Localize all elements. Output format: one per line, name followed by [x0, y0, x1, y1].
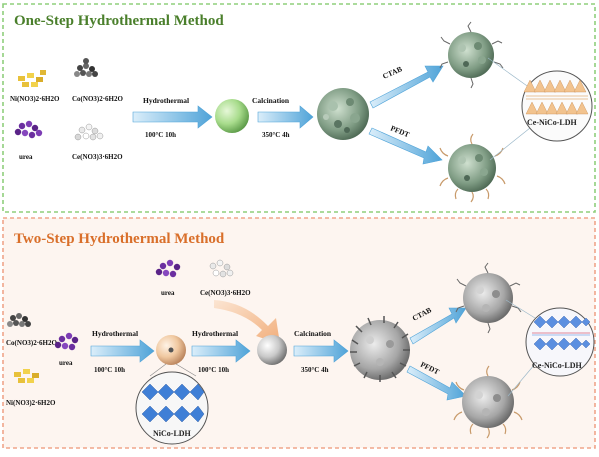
bottom-step3-label: Calcination — [294, 329, 332, 338]
co-nitrate-pile — [74, 58, 98, 77]
green-precursor-sphere — [215, 99, 249, 133]
pfdt-modified-sphere-top — [439, 133, 506, 203]
orange-addition-arrow — [214, 300, 280, 344]
arrow-top-ctab — [369, 65, 444, 109]
arrow-top-pfdt — [368, 127, 443, 165]
urea-pile-second — [155, 259, 181, 278]
calcined-sphere-top — [317, 88, 369, 140]
reagent-ce-nitrate: Ce(NO3)3·6H2O — [72, 153, 123, 161]
ce-nitrate-pile-second — [209, 259, 234, 278]
top-inset-pointer-a — [487, 57, 531, 89]
mid-inset-pointer-b — [175, 363, 197, 377]
bottom-inset-ldh-structure — [525, 307, 595, 377]
top-step2-label: Calcination — [252, 96, 290, 105]
urea-pile — [14, 120, 43, 139]
arrow-bottom-hydrothermal-2 — [191, 339, 251, 363]
reagent-ni-nitrate: Ni(NO3)2·6H2O — [10, 95, 60, 103]
peach-precursor-core — [168, 347, 174, 353]
calcined-flower-sphere-bottom — [350, 316, 410, 382]
arrow-bottom-ctab — [409, 307, 467, 345]
mid-inset-pointer-a — [149, 363, 167, 377]
top-inset-ldh-structure — [521, 70, 593, 142]
urea-pile-bottom — [54, 332, 79, 351]
bottom-inset-pointer-b — [507, 363, 536, 397]
bottom-step1-condition: 100°C 10h — [94, 366, 125, 374]
top-inset-pointer-b — [489, 127, 531, 161]
reagent-urea-second: urea — [161, 289, 175, 297]
bottom-step2-condition: 100°C 10h — [198, 366, 229, 374]
reagent-urea: urea — [19, 153, 33, 161]
arrow-bottom-calcination — [293, 339, 349, 363]
top-step1-condition: 100°C 10h — [145, 131, 176, 139]
ce-nitrate-pile — [74, 123, 104, 141]
arrow-top-calcination — [257, 105, 314, 129]
arrow-bottom-pfdt — [406, 365, 467, 401]
reagent-urea-bottom: urea — [59, 359, 73, 367]
ni-nitrate-pile-bottom — [14, 369, 39, 383]
bottom-step2-label: Hydrothermal — [192, 329, 238, 338]
bottom-inset-pointer-a — [505, 299, 536, 319]
ni-nitrate-pile — [18, 70, 46, 87]
reagent-ce-nitrate-second: Ce(NO3)3·6H2O — [200, 289, 251, 297]
reagent-co-nitrate-bottom: Co(NO3)2·6H2O — [6, 339, 57, 347]
mid-inset-label: NiCo-LDH — [153, 429, 192, 438]
co-nitrate-pile-bottom — [7, 313, 31, 327]
mid-inset-nico-ldh — [135, 371, 209, 445]
ctab-modified-sphere-top — [439, 21, 504, 89]
bottom-inset-label: Ce-NiCo-LDH — [532, 361, 583, 370]
top-step2-condition: 350°C 4h — [262, 131, 290, 139]
top-inset-label: Ce-NiCo-LDH — [527, 118, 578, 127]
panel-one-step — [2, 3, 596, 213]
bottom-step3-condition: 350°C 4h — [301, 366, 329, 374]
pfdt-modified-sphere-bottom — [453, 365, 523, 439]
arrow-bottom-hydrothermal-1 — [90, 339, 155, 363]
top-step1-label: Hydrothermal — [143, 96, 189, 105]
grey-intermediate-sphere — [257, 335, 287, 365]
reagent-ni-nitrate-bottom: Ni(NO3)2·6H2O — [6, 399, 56, 407]
panel-two-step-title: Two-Step Hydrothermal Method — [14, 231, 225, 247]
arrow-top-hydrothermal — [132, 105, 213, 129]
panel-one-step-title: One-Step Hydrothermal Method — [14, 13, 224, 29]
bottom-step1-label: Hydrothermal — [92, 329, 138, 338]
reagent-co-nitrate: Co(NO3)2·6H2O — [72, 95, 123, 103]
ctab-modified-sphere-bottom — [455, 262, 522, 334]
